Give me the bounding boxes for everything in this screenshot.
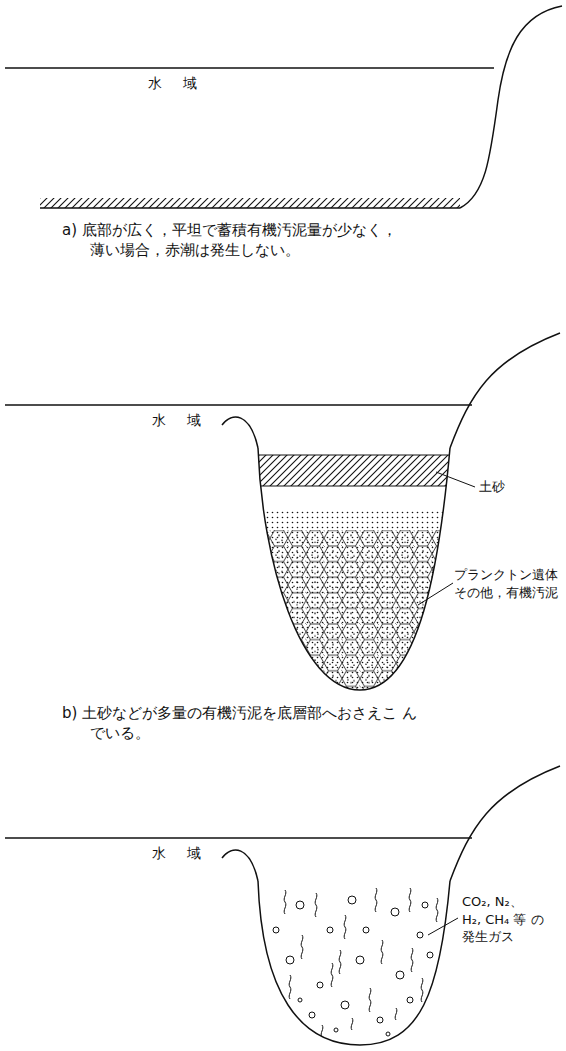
caption: b) 土砂などが多量の有機汚泥を底層部へおさえこ んでいる。 [62, 703, 420, 744]
leader-line [428, 918, 458, 935]
leader-line [418, 583, 453, 605]
water-label: 水 域 [152, 411, 210, 430]
panel-b [5, 333, 560, 700]
leader-line [436, 472, 475, 487]
panel-a [5, 6, 562, 208]
caption: a) 底部が広く，平坦で蓄積有機汚泥量が少なく， 薄い場合，赤潮は発生しない。 [62, 220, 410, 261]
layer-label: プランクトン遺体 その他，有機汚泥 [454, 566, 562, 601]
water-label: 水 域 [148, 74, 206, 93]
gas-label: CO₂, N₂、 H₂, CH₄ 等 の発生ガス [462, 893, 544, 946]
panel-c [5, 766, 560, 1045]
water-label: 水 域 [152, 844, 210, 863]
layer-label: 土砂 [479, 478, 505, 496]
